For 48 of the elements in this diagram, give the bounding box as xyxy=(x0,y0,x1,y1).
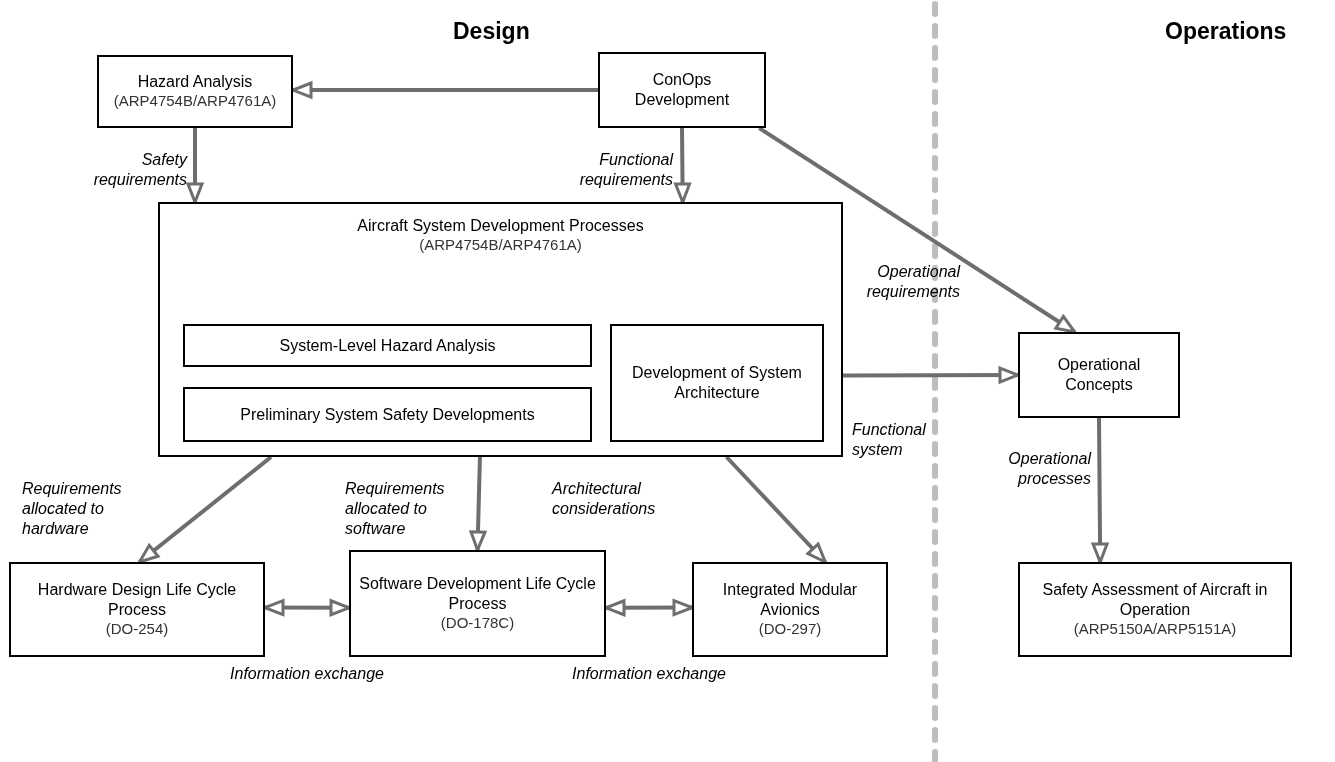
standard-reference: (DO-297) xyxy=(758,620,822,639)
arrow xyxy=(186,128,204,204)
section-heading: Operations xyxy=(1165,17,1287,46)
box-title: Safety Assessment of Aircraft in Operation xyxy=(1041,580,1269,621)
process-box xyxy=(183,387,592,442)
process-box xyxy=(610,324,824,442)
arrow xyxy=(469,456,487,552)
arrow xyxy=(138,455,273,564)
arrow xyxy=(758,126,1077,334)
edge-label: Information exchange xyxy=(571,664,727,684)
arrow xyxy=(674,127,692,204)
box-title: System-Level Hazard Analysis xyxy=(279,335,496,356)
process-box xyxy=(183,324,592,367)
edge-label: Functional system xyxy=(852,420,927,460)
standard-reference: (DO-254) xyxy=(105,620,169,639)
arrow xyxy=(843,366,1020,384)
edge-label: Safety requirements xyxy=(92,150,187,190)
box-title: Operational Concepts xyxy=(1056,355,1142,395)
arrow xyxy=(1091,418,1109,564)
edge-label: Functional requirements xyxy=(578,150,673,190)
box-title: Hardware Design Life Cycle Process xyxy=(36,580,238,621)
box-title: Hazard Analysis xyxy=(137,72,253,93)
process-box xyxy=(598,52,766,128)
standard-reference: (DO-178C) xyxy=(440,614,515,633)
box-title: Software Development Life Cycle Process xyxy=(359,574,596,615)
process-box xyxy=(1018,562,1292,657)
standard-reference: (ARP5150A/ARP5151A) xyxy=(1073,620,1237,639)
process-box xyxy=(1018,332,1180,418)
box-title: Integrated Modular Avionics xyxy=(721,580,859,621)
box-title: Preliminary System Safety Developments xyxy=(240,404,535,425)
edge-label: Operational requirements xyxy=(865,262,960,302)
process-box xyxy=(692,562,888,657)
edge-label: Information exchange xyxy=(229,664,385,684)
standard-reference: (ARP4754B/ARP4761A) xyxy=(113,92,277,111)
box-title: Development of System Architecture xyxy=(631,363,803,403)
edge-label: Requirements allocated to hardware xyxy=(22,479,123,539)
edge-label: Architectural considerations xyxy=(552,479,657,519)
arrow xyxy=(725,455,827,564)
process-box xyxy=(158,202,843,457)
process-box xyxy=(97,55,293,128)
process-box xyxy=(9,562,265,657)
box-title: ConOps Development xyxy=(633,70,731,110)
box-title: Aircraft System Development Processes xyxy=(357,216,644,236)
section-heading: Design xyxy=(453,17,530,46)
standard-reference: (ARP4754B/ARP4761A) xyxy=(419,236,582,255)
edge-label: Operational processes xyxy=(1007,449,1091,489)
process-box xyxy=(349,550,606,657)
edge-label: Requirements allocated to software xyxy=(345,479,446,539)
